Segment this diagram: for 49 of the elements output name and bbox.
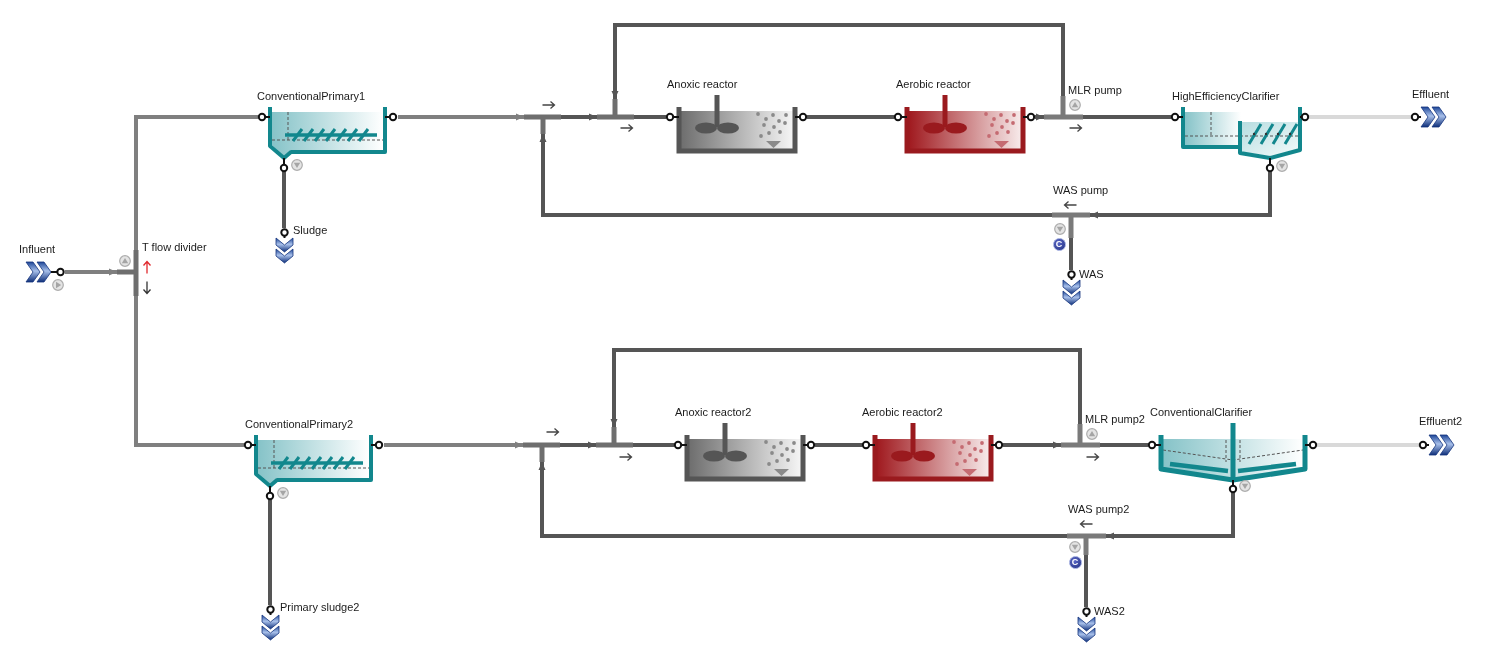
unit-label: ConventionalPrimary1 (257, 90, 366, 103)
unit-label: T flow divider (142, 241, 207, 254)
pipe-line (1309, 115, 1411, 119)
flow-arrow (1035, 113, 1044, 121)
controller-indicator: C (1068, 555, 1082, 569)
unit-label: Primary sludge2 (280, 601, 360, 614)
unit-label: Effluent2 (1419, 415, 1463, 428)
controller-indicator: C (1052, 237, 1066, 251)
pipe-line (1069, 238, 1073, 270)
flow-arrow (610, 348, 1082, 427)
flow-arrow (1106, 493, 1235, 540)
flow-arrow (384, 441, 523, 449)
unit-label: Aerobic reactor (896, 78, 971, 91)
pipe-line (634, 115, 666, 119)
pipe-line (1084, 555, 1088, 607)
flow-arrow (398, 113, 524, 121)
flow-arrow (561, 113, 597, 121)
unit-label: Effluent (1412, 88, 1450, 101)
flow-arrow (539, 134, 1052, 217)
flow-arrow (560, 441, 596, 449)
flow-arrow (1090, 172, 1272, 219)
unit-label: ConventionalPrimary2 (245, 418, 354, 431)
pipe-line (268, 500, 272, 605)
unit-label: Influent (19, 243, 56, 256)
flow-arrow (1003, 441, 1061, 449)
unit-label: Sludge (293, 224, 328, 237)
flow-arrow (538, 462, 1067, 538)
pipe-line (134, 296, 244, 447)
pipe-line (134, 115, 258, 250)
unit-label: WAS pump2 (1068, 503, 1130, 516)
unit-label: WAS2 (1094, 605, 1125, 618)
unit-label: Aerobic reactor2 (862, 406, 943, 419)
pipe-line (815, 443, 862, 447)
pipe-line (807, 115, 894, 119)
flow-arrow (611, 23, 1065, 99)
unit-label: MLR pump (1068, 84, 1122, 97)
pipe-line (1317, 443, 1419, 447)
unit-label: Anoxic reactor (667, 78, 738, 91)
unit-label: WAS pump (1053, 184, 1109, 197)
pipe-line (1100, 443, 1148, 447)
flow-arrow (65, 268, 117, 276)
unit-label: ConventionalClarifier (1150, 406, 1253, 419)
pipe-line (1083, 115, 1171, 119)
unit-label: MLR pump2 (1085, 413, 1145, 426)
unit-label: WAS (1079, 268, 1104, 281)
unit-label: HighEfficiencyClarifier (1172, 90, 1280, 103)
pipe-line (282, 172, 286, 228)
unit-label: Anoxic reactor2 (675, 406, 752, 419)
pipe-line (633, 443, 674, 447)
